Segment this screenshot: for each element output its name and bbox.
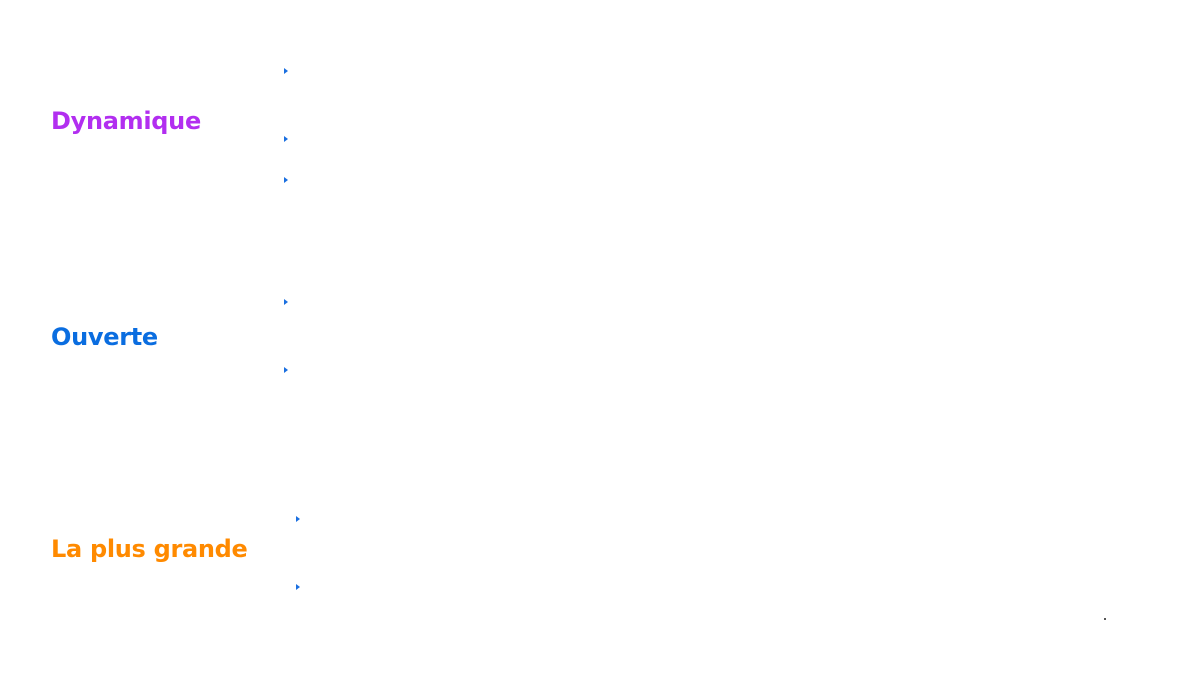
decorative-dot [1104,618,1106,620]
bullet-triangle-icon [284,136,288,142]
bullet-triangle-icon [284,177,288,183]
section-title-la-plus-grande: La plus grande [51,535,248,563]
bullet-triangle-icon [284,68,288,74]
bullet-triangle-icon [284,299,288,305]
bullet-triangle-icon [284,367,288,373]
section-title-ouverte: Ouverte [51,323,158,351]
bullet-triangle-icon [296,516,300,522]
bullet-triangle-icon [296,584,300,590]
section-title-dynamique: Dynamique [51,107,201,135]
